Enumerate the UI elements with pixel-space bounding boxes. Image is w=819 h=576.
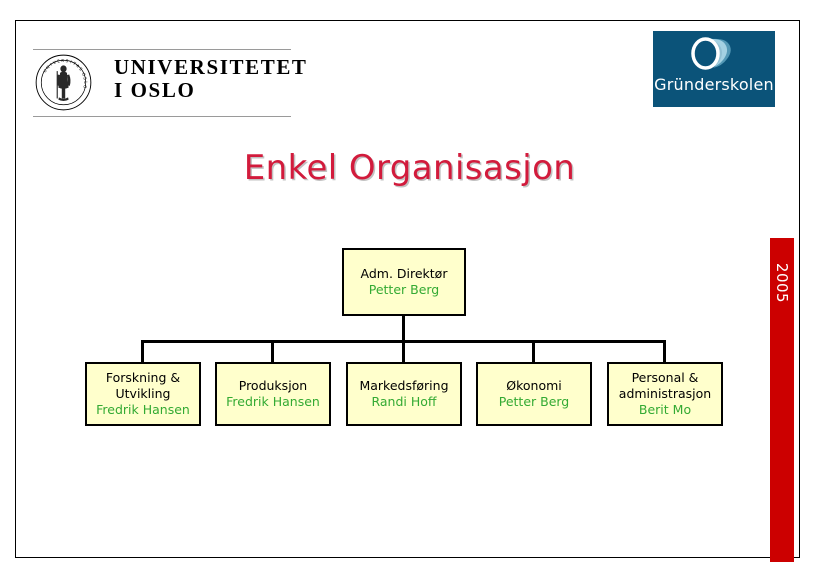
connector-drop-4: [663, 340, 666, 363]
connector-drop-3: [532, 340, 535, 363]
year-label: 2005: [773, 262, 791, 304]
svg-text:I: I: [49, 62, 53, 67]
connector-drop-2: [402, 340, 405, 363]
grunderskolen-name: Gründerskolen: [654, 75, 774, 94]
uio-seal-icon: U N I V E R S I T A S O S L O M D C C C …: [35, 54, 92, 111]
logo-rule-top: [33, 49, 291, 50]
svg-text:V: V: [52, 59, 57, 65]
svg-text:O: O: [82, 85, 88, 89]
svg-text:U: U: [42, 68, 48, 73]
svg-text:A: A: [75, 63, 81, 69]
svg-text:O: O: [81, 72, 87, 77]
svg-text:S: S: [82, 77, 87, 81]
svg-text:S: S: [78, 66, 84, 71]
uio-wordmark: UNIVERSITETET I OSLO: [114, 55, 308, 102]
svg-text:T: T: [71, 60, 77, 66]
year-sidebar: 2005: [770, 238, 794, 562]
logo-rule-bottom: [33, 116, 291, 117]
svg-text:S: S: [65, 58, 69, 63]
svg-text:L: L: [83, 81, 88, 84]
university-of-oslo-logo: U N I V E R S I T A S O S L O M D C C C …: [33, 49, 306, 117]
page-title: Enkel Organisasjon: [243, 148, 576, 188]
connector-drop-1: [271, 340, 274, 363]
svg-text:N: N: [45, 64, 51, 70]
svg-text:E: E: [57, 58, 61, 64]
grunderskolen-swoosh-icon: [691, 37, 731, 70]
connector-drop-0: [141, 340, 144, 363]
grunderskolen-logo: Gründerskolen: [653, 31, 775, 107]
connector-root-stem: [402, 316, 405, 342]
svg-text:R: R: [61, 58, 64, 63]
svg-text:I: I: [70, 59, 73, 64]
